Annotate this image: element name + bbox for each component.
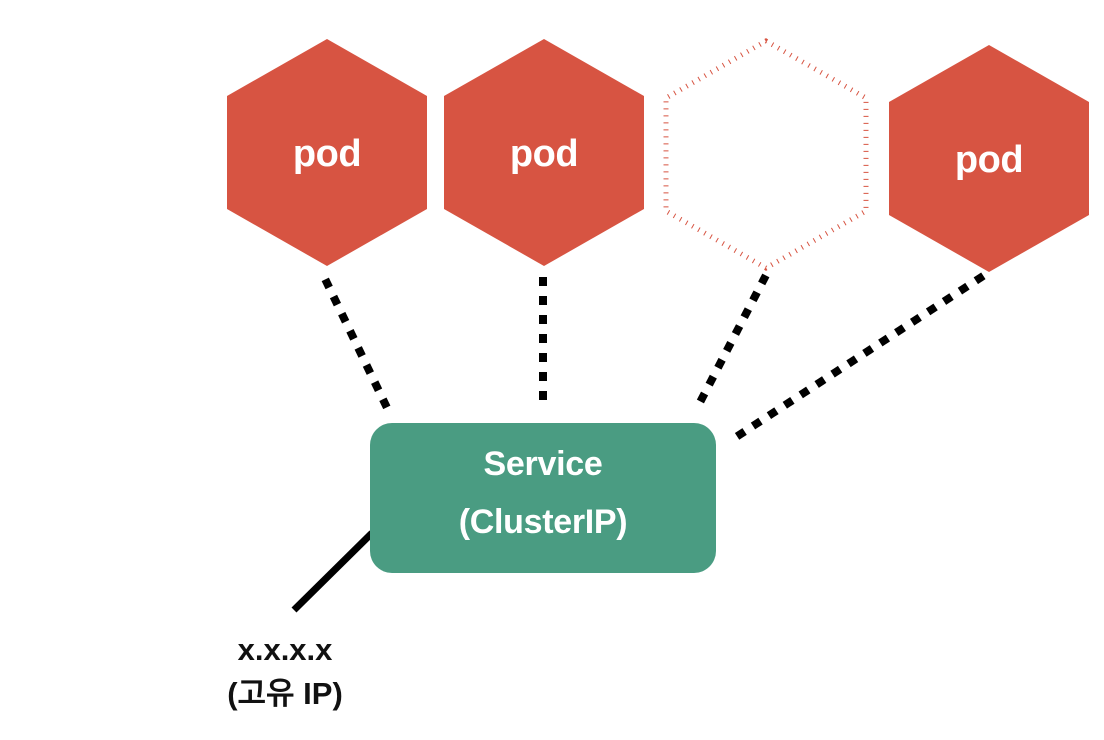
pod-node-2[interactable]: pod — [444, 39, 644, 266]
service-title: Service — [484, 445, 603, 483]
service-node[interactable]: Service (ClusterIP) — [370, 423, 716, 573]
connector-pod-4-to-service — [724, 272, 986, 447]
ip-annotation: x.x.x.x (고유 IP) — [227, 632, 343, 711]
ip-caption-label: (고유 IP) — [227, 676, 343, 711]
hexagon-shape — [444, 39, 644, 266]
connector-service-to-ip-label — [291, 530, 375, 613]
pod-node-1[interactable]: pod — [227, 39, 427, 266]
hexagon-shape — [227, 39, 427, 266]
hexagon-shape — [889, 45, 1089, 272]
connector-pod-3-to-service — [690, 273, 770, 416]
pod-node-4[interactable]: pod — [889, 45, 1089, 272]
connector-pod-1-to-service — [321, 277, 396, 420]
pod-label: pod — [293, 133, 361, 175]
hexagon-shape-dotted — [663, 38, 869, 271]
connector-group — [291, 272, 986, 613]
pod-label: pod — [955, 139, 1023, 181]
ip-value-label: x.x.x.x — [238, 632, 334, 667]
service-box — [370, 423, 716, 573]
pod-node-3-terminating[interactable] — [663, 38, 869, 271]
pod-label: pod — [510, 133, 578, 175]
service-subtitle: (ClusterIP) — [459, 503, 628, 541]
